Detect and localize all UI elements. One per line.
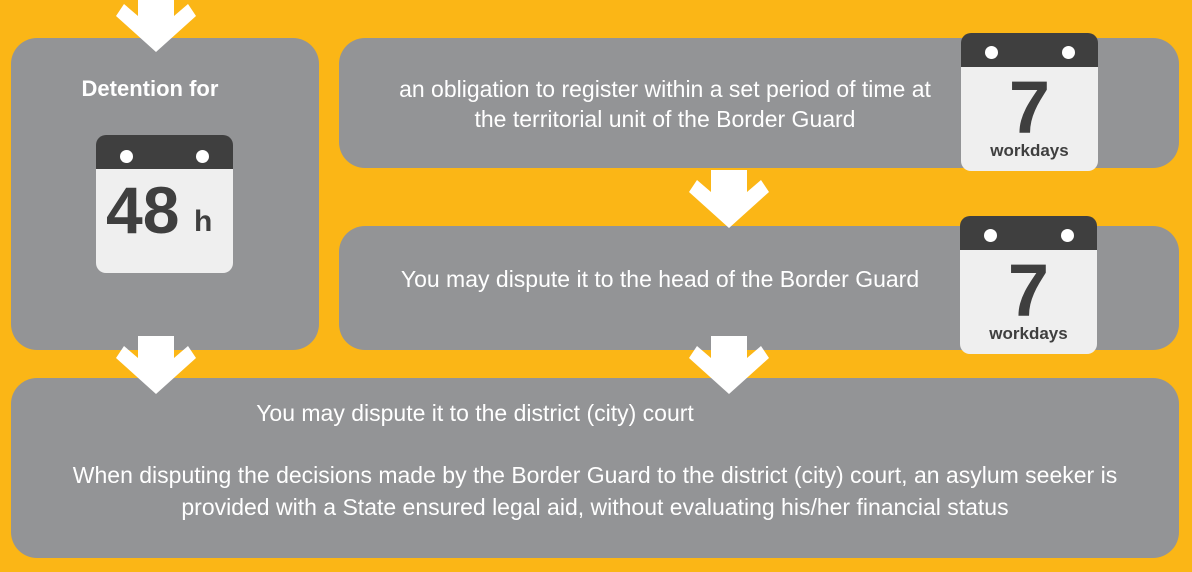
dispute-head-text: You may dispute it to the head of the Bo… <box>400 266 920 292</box>
registration-obligation-text: an obligation to register within a set p… <box>399 76 931 132</box>
dispute-days-value: 7 <box>1007 249 1050 332</box>
legal-aid-note: When disputing the decisions made by the… <box>72 462 1118 520</box>
district-court-title: You may dispute it to the district (city… <box>256 400 694 426</box>
registration-days-value: 7 <box>1008 66 1051 149</box>
calendar-icon: 48 h <box>96 135 233 273</box>
dispute-days-unit: workdays <box>989 324 1068 343</box>
arrow-down-icon <box>116 336 196 394</box>
detention-hours-value: 48 <box>106 173 180 247</box>
district-court-box <box>11 378 1179 558</box>
detention-label: Detention for <box>81 76 219 101</box>
arrow-down-icon <box>689 170 769 228</box>
arrow-down-icon <box>689 336 769 394</box>
calendar-icon: 7 workdays <box>961 33 1098 171</box>
detention-hours-unit: h <box>194 205 213 238</box>
calendar-icon: 7 workdays <box>960 216 1097 354</box>
registration-days-unit: workdays <box>990 141 1069 160</box>
arrow-down-icon <box>116 0 196 52</box>
